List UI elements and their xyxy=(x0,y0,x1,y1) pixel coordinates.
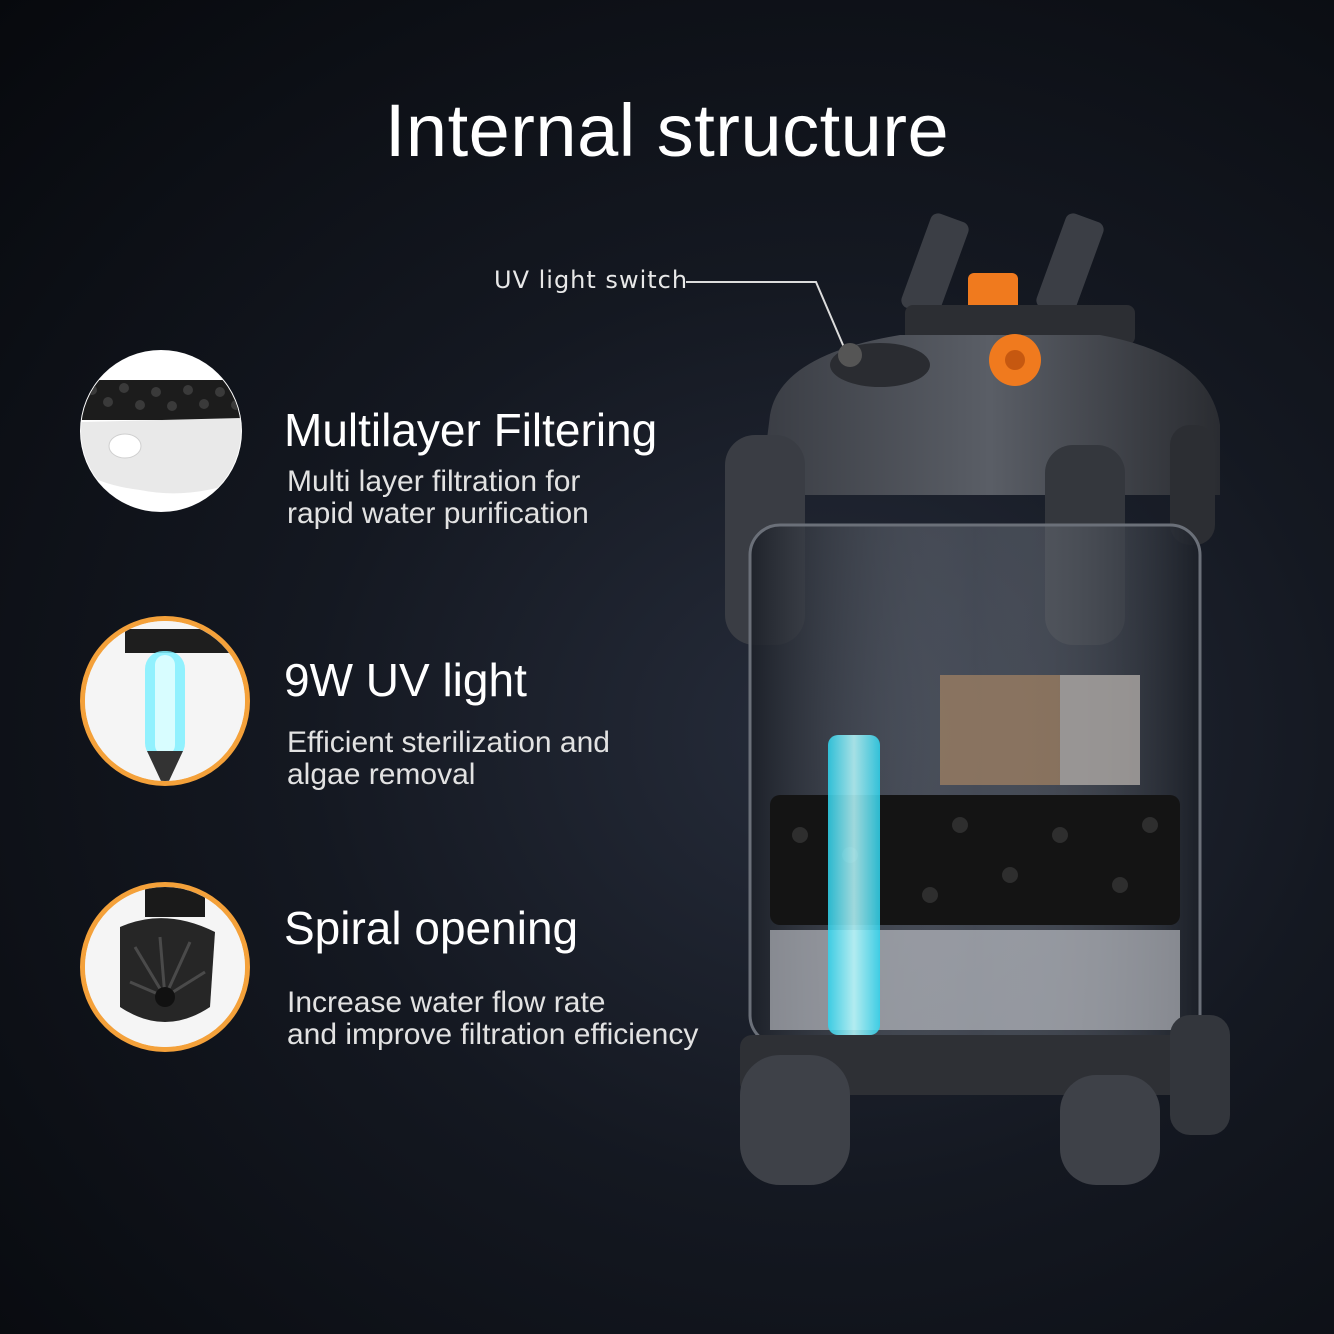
spiral-nozzle-icon xyxy=(80,882,250,1052)
uv-switch-button xyxy=(838,343,862,367)
uv-lamp-icon xyxy=(80,616,250,786)
page-title: Internal structure xyxy=(384,89,950,172)
uv-lamp-tube xyxy=(828,735,880,1035)
foot-center xyxy=(1060,1075,1160,1185)
feature-title-uv: 9W UV light xyxy=(284,654,527,706)
foot-left xyxy=(740,1055,850,1185)
filter-media-icon xyxy=(80,350,242,512)
feature-title-spiral: Spiral opening xyxy=(284,902,579,954)
valve-handle xyxy=(968,273,1018,313)
outlet-nozzle-right xyxy=(1036,213,1104,317)
feature-desc-spiral: Increase water flow rate and improve fil… xyxy=(287,986,699,1051)
feature-desc-uv: Efficient sterilization and algae remova… xyxy=(287,726,610,791)
feature-desc-multilayer: Multi layer filtration for rapid water p… xyxy=(287,465,589,530)
foot-right xyxy=(1170,1015,1230,1135)
outlet-nozzle-left xyxy=(901,213,969,317)
canister-filter-product xyxy=(725,213,1230,1185)
callout-leader-line xyxy=(686,281,847,353)
feature-title-multilayer: Multilayer Filtering xyxy=(284,404,658,456)
uv-switch-callout: UV light switch xyxy=(494,266,689,294)
